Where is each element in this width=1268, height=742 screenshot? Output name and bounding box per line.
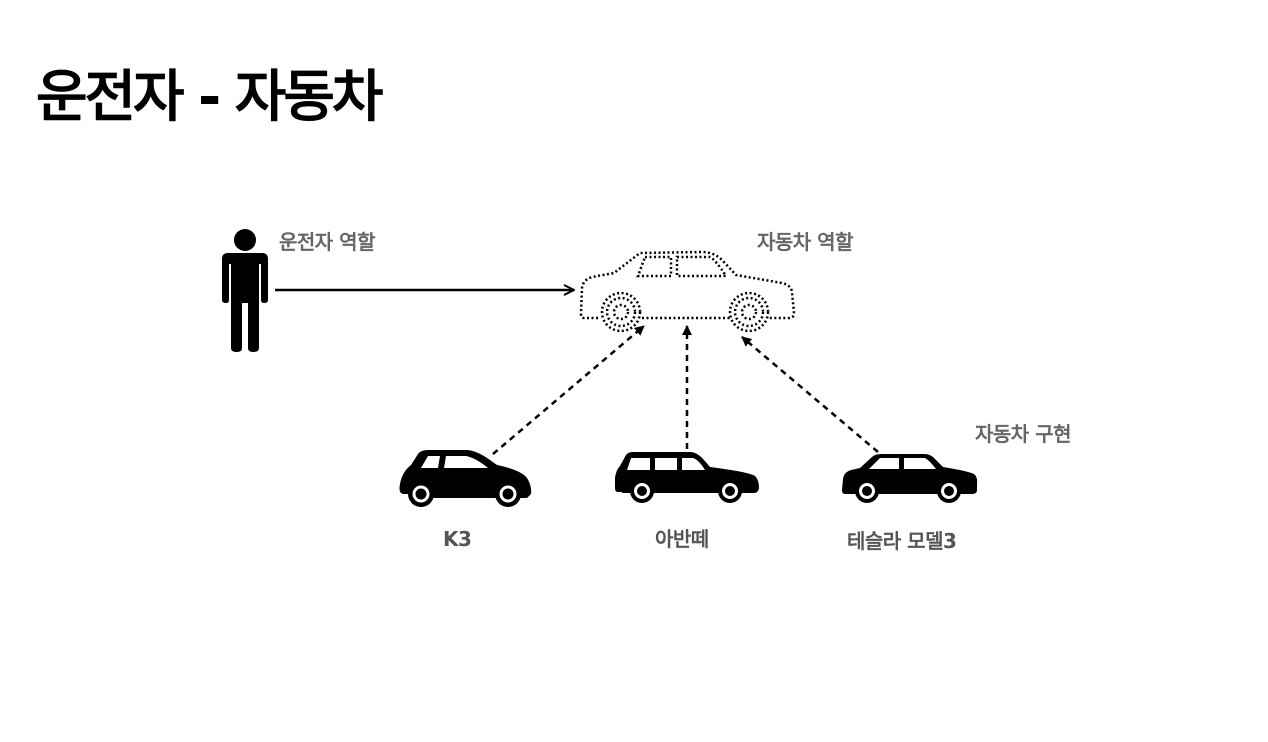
person-icon bbox=[222, 229, 268, 352]
tesla-label: 테슬라 모델3 bbox=[847, 529, 957, 553]
car-outline-dotted-icon bbox=[579, 250, 796, 333]
driver-role-label: 운전자 역할 bbox=[279, 230, 375, 254]
page-title: 운전자 - 자동차 bbox=[36, 65, 383, 130]
car-role-label: 자동차 역할 bbox=[757, 230, 853, 254]
avante-label: 아반떼 bbox=[655, 527, 709, 551]
tesla-implements-arrow bbox=[741, 336, 879, 453]
k3-label: K3 bbox=[443, 527, 472, 551]
car-implementation-label: 자동차 구현 bbox=[975, 422, 1071, 446]
wagon-icon bbox=[615, 452, 759, 503]
k3-implements-arrow bbox=[492, 325, 645, 455]
sedan-icon bbox=[842, 454, 978, 503]
hatchback-icon bbox=[399, 450, 532, 507]
